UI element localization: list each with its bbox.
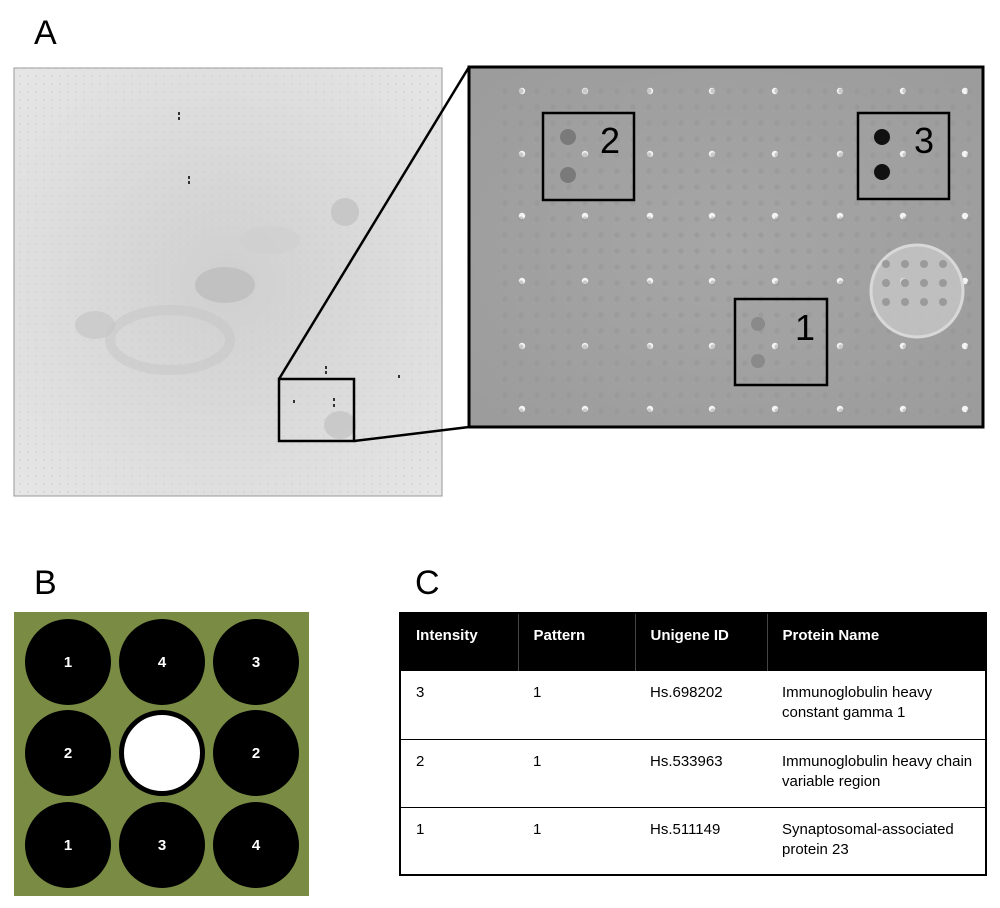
spot-box-2-label: 2 xyxy=(600,120,620,161)
spot-box-2 xyxy=(541,111,636,202)
zoom-region-box xyxy=(277,377,356,443)
cell-protein-name: Synaptosomal-associated protein 23 xyxy=(767,807,986,876)
center-spot xyxy=(119,710,205,796)
panel-a-figure: 2 3 1 xyxy=(13,65,985,497)
table-row: 1 1 Hs.511149 Synaptosomal-associated pr… xyxy=(400,807,986,876)
table-row: 3 1 Hs.698202 Immunoglobulin heavy const… xyxy=(400,671,986,740)
cell-protein-name: Immunoglobulin heavy chain variable regi… xyxy=(767,739,986,808)
panel-a: 2 3 1 xyxy=(13,65,985,497)
cell-intensity: 2 xyxy=(400,739,518,808)
panel-c-letter: C xyxy=(415,564,440,602)
spot-box-3-label: 3 xyxy=(914,120,934,161)
header-unigene-id: Unigene ID xyxy=(635,613,768,671)
header-protein-name: Protein Name xyxy=(767,613,986,671)
cell-intensity: 1 xyxy=(400,807,518,876)
pattern-spot: 3 xyxy=(213,619,299,705)
spot-box-3 xyxy=(856,111,951,201)
pattern-spot: 2 xyxy=(25,710,111,796)
spot-box-1 xyxy=(733,297,829,387)
table-row: 2 1 Hs.533963 Immunoglobulin heavy chain… xyxy=(400,739,986,808)
spot-box-1-label: 1 xyxy=(795,307,815,348)
cell-unigene-id: Hs.533963 xyxy=(635,739,767,808)
panel-b-letter: B xyxy=(34,564,57,602)
pattern-spot: 3 xyxy=(119,802,205,888)
panel-c-table-container: Intensity Pattern Unigene ID Protein Nam… xyxy=(399,612,987,876)
pattern-spot: 4 xyxy=(213,802,299,888)
pattern-spot: 4 xyxy=(119,619,205,705)
cell-pattern: 1 xyxy=(518,807,635,876)
pattern-spot: 1 xyxy=(25,802,111,888)
panel-a-letter: A xyxy=(34,14,57,52)
table-header-row: Intensity Pattern Unigene ID Protein Nam… xyxy=(400,613,986,671)
zoom-image xyxy=(467,65,985,429)
cell-intensity: 3 xyxy=(400,671,518,740)
header-intensity: Intensity xyxy=(400,613,519,671)
protein-table: Intensity Pattern Unigene ID Protein Nam… xyxy=(399,612,987,876)
header-pattern: Pattern xyxy=(518,613,636,671)
pattern-spot: 1 xyxy=(25,619,111,705)
pattern-spot: 2 xyxy=(213,710,299,796)
cell-pattern: 1 xyxy=(518,739,635,808)
cell-unigene-id: Hs.698202 xyxy=(635,671,767,740)
cell-unigene-id: Hs.511149 xyxy=(635,807,767,876)
cell-pattern: 1 xyxy=(518,671,635,740)
cell-protein-name: Immunoglobulin heavy constant gamma 1 xyxy=(767,671,986,740)
